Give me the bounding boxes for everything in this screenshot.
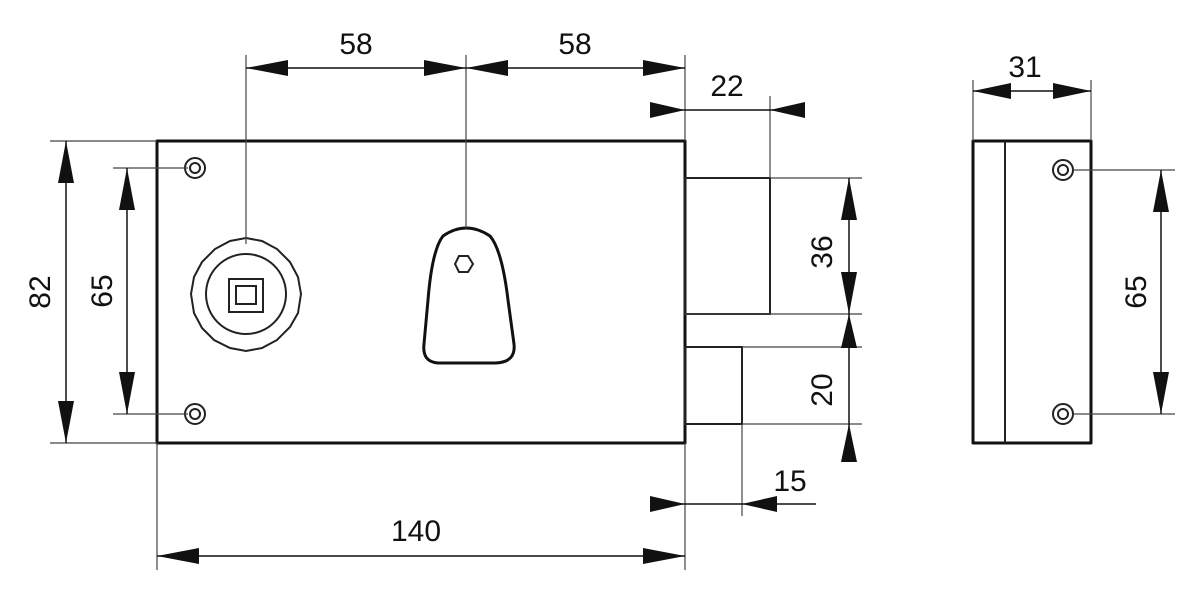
spindle-hub [189, 236, 303, 353]
dimension-case-depth: 31 [973, 51, 1091, 99]
side-mounting-hole-bottom [1052, 403, 1074, 425]
dimension-label-65-side: 65 [1120, 275, 1153, 308]
lock-side-view [971, 139, 1093, 445]
dimension-case-width: 140 [157, 515, 685, 564]
dimension-bolt-projection: 22 [650, 70, 805, 118]
lock-side-body [971, 139, 1093, 445]
dimension-hole-spacing-front: 65 [86, 168, 135, 414]
dimension-latch-height: 20 [806, 314, 857, 462]
deadbolt [684, 177, 771, 315]
dimension-hole-spacing-side: 65 [1120, 170, 1169, 414]
dimension-label-65-front: 65 [86, 274, 119, 307]
dimension-key-to-edge: 58 [466, 28, 685, 76]
dimension-latch-projection: 15 [650, 465, 816, 512]
latch-bolt [684, 346, 743, 425]
dimension-deadbolt-height: 36 [806, 178, 857, 314]
dimension-spindle-to-key: 58 [246, 28, 466, 76]
dimension-label-58-left: 58 [339, 28, 372, 61]
dimension-label-36: 36 [806, 235, 839, 268]
keyhole-escutcheon [422, 226, 516, 365]
dimension-label-15: 15 [773, 465, 806, 498]
lock-front-view [155, 139, 771, 445]
dimension-label-31: 31 [1008, 51, 1041, 84]
extension-lines [50, 55, 1175, 570]
side-mounting-hole-top [1052, 159, 1074, 181]
dimension-label-20: 20 [806, 373, 839, 406]
dimension-case-height: 82 [24, 141, 74, 443]
dimension-label-58-right: 58 [558, 28, 591, 61]
dimension-label-140: 140 [391, 515, 441, 548]
dimension-label-82: 82 [24, 275, 57, 308]
dimension-label-22: 22 [710, 70, 743, 103]
